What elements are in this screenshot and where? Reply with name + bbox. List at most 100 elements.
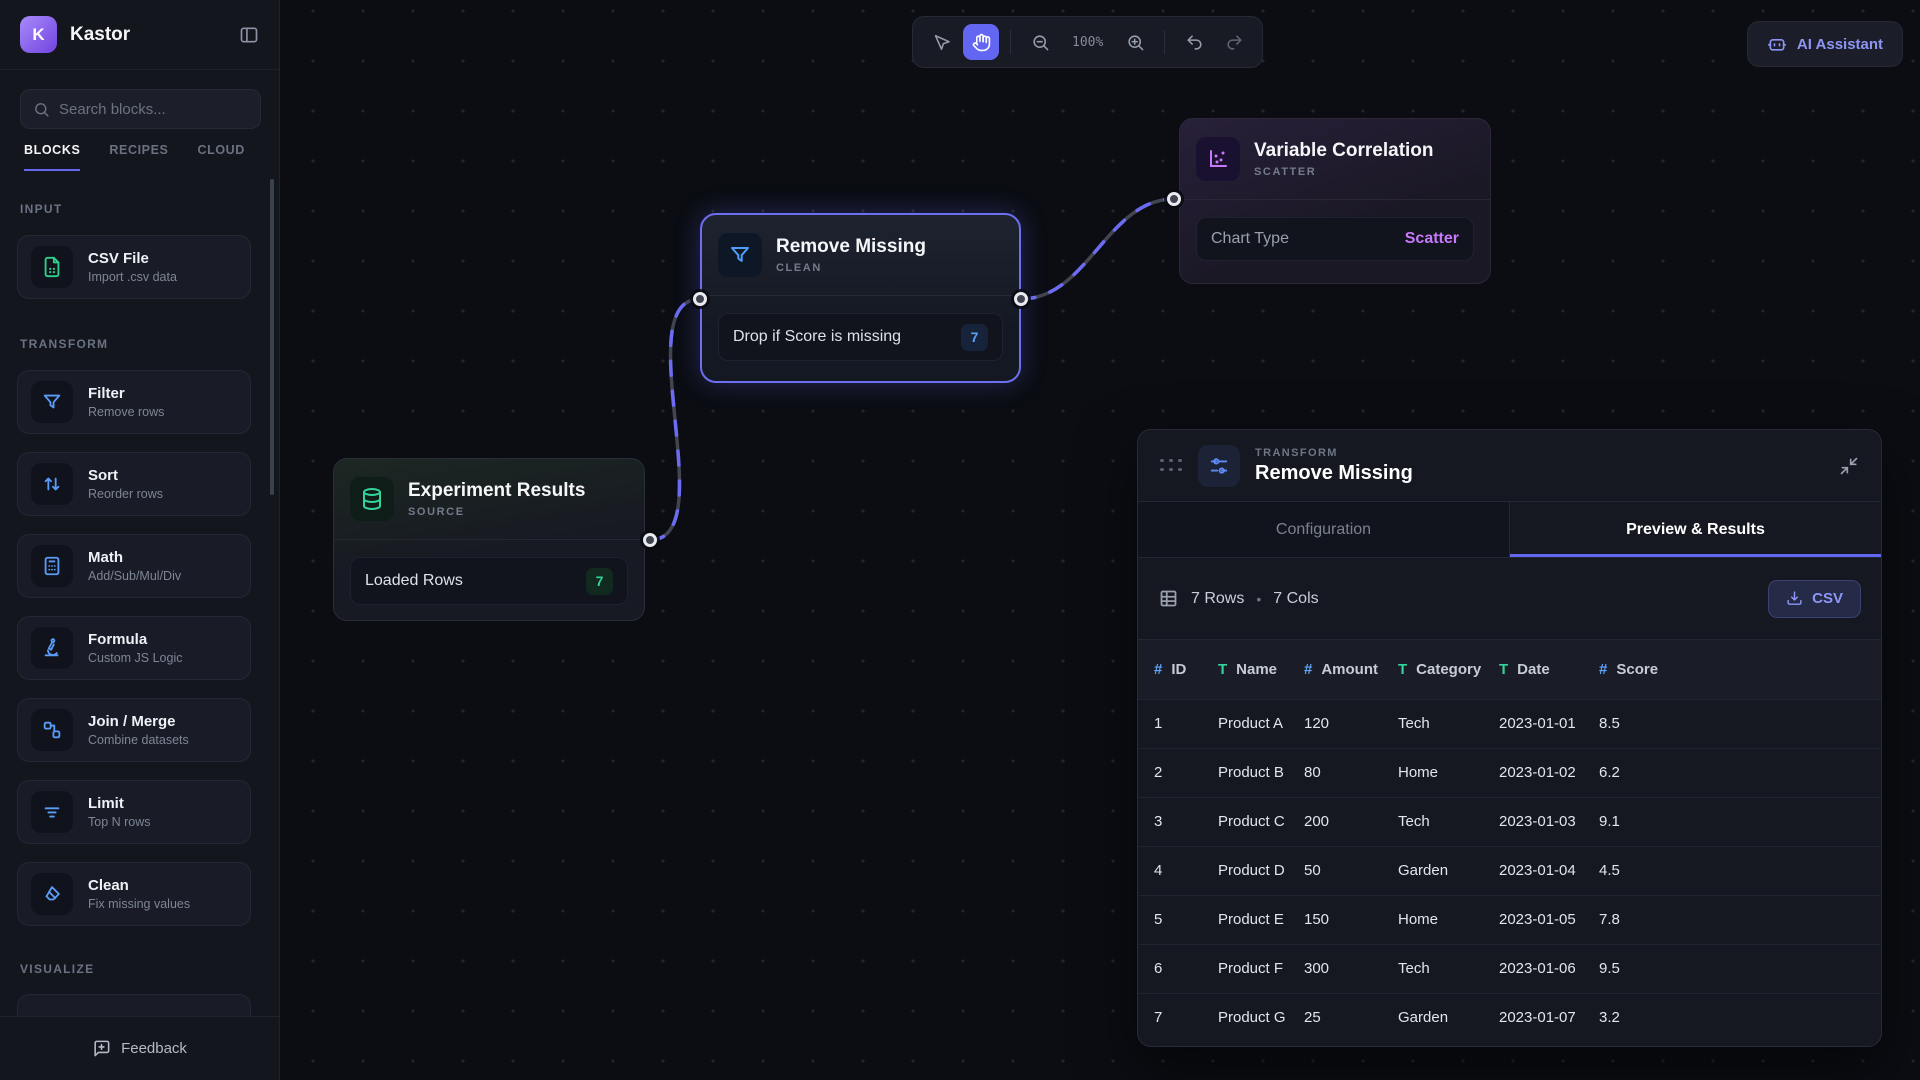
app-title: Kastor [70,23,131,45]
node-type: SOURCE [408,506,465,518]
feedback-button[interactable]: Feedback [92,1039,187,1058]
chart-type-label: Chart Type [1211,230,1289,247]
zoom-level: 100% [1072,34,1104,50]
collapse-sidebar-button[interactable] [239,25,259,45]
redo-icon [1225,33,1244,52]
tab-preview-results[interactable]: Preview & Results [1510,502,1881,557]
sidebar-scrollbar[interactable] [270,179,274,495]
number-type-icon: # [1154,660,1163,678]
node-remove-missing[interactable]: Remove Missing CLEAN Drop if Score is mi… [700,213,1021,383]
undo-button[interactable] [1176,24,1212,60]
loaded-rows-label: Loaded Rows [365,572,463,589]
search-blocks-input[interactable] [59,100,248,118]
clean-rule-row: Drop if Score is missing 7 [718,313,1003,361]
ai-assistant-button[interactable]: AI Assistant [1747,21,1903,67]
results-panel: TRANSFORM Remove Missing Configuration P… [1137,429,1882,1047]
hand-icon [972,33,991,52]
sidebar-footer: Feedback [0,1016,279,1080]
output-port-experiment-results[interactable] [643,533,657,547]
text-type-icon: T [1499,660,1509,678]
node-divider [702,295,1019,296]
row-count-stat: 7 Rows [1191,589,1245,607]
app-logo: K [20,16,57,53]
tab-blocks[interactable]: BLOCKS [24,143,81,171]
tab-recipes[interactable]: RECIPES [109,143,169,157]
output-port-remove-missing[interactable] [1014,292,1028,306]
csv-file-icon [31,246,73,288]
node-title: Variable Correlation [1254,140,1434,161]
node-title: Remove Missing [776,236,926,257]
feedback-label: Feedback [121,1040,187,1057]
message-plus-icon [92,1039,111,1058]
zoom-out-icon [1031,33,1050,52]
col-count-stat: 7 Cols [1273,589,1319,607]
select-tool-button[interactable] [923,24,959,60]
row-count-badge: 7 [586,567,613,595]
limit-lines-icon [31,791,73,833]
download-csv-button[interactable]: CSV [1768,579,1861,618]
cursor-icon [932,33,951,52]
panel-collapse-icon [239,25,259,45]
text-type-icon: T [1218,660,1228,678]
node-header: Remove Missing CLEAN [702,215,1019,295]
text-type-icon: T [1398,660,1408,678]
node-variable-correlation[interactable]: Variable Correlation SCATTER Chart Type … [1179,118,1491,284]
node-divider [334,539,644,540]
sliders-icon [1198,444,1240,487]
number-type-icon: # [1599,660,1608,678]
microscope-icon [31,627,73,669]
sidebar-tabs: BLOCKS RECIPES CLOUD [24,143,245,171]
tab-cloud[interactable]: CLOUD [197,143,245,157]
loaded-rows-row: Loaded Rows 7 [350,557,628,605]
input-port-remove-missing[interactable] [693,292,707,306]
node-type: CLEAN [776,262,822,274]
redo-button[interactable] [1216,24,1252,60]
column-header-score[interactable]: #Score [1599,660,1659,678]
pan-tool-button[interactable] [963,24,999,60]
search-blocks-box [20,89,261,129]
minimize-panel-button[interactable] [1839,456,1859,476]
zoom-in-button[interactable] [1117,24,1153,60]
chart-type-value: Scatter [1404,230,1459,247]
csv-button-label: CSV [1812,590,1843,607]
funnel-icon [31,381,73,423]
database-icon [350,477,394,521]
zoom-in-icon [1126,33,1145,52]
column-header-amount[interactable]: #Amount [1304,660,1378,678]
toolbar-divider [1164,30,1166,54]
panel-header: TRANSFORM Remove Missing [1138,430,1881,502]
number-type-icon: # [1304,660,1313,678]
column-header-id[interactable]: #ID [1154,660,1187,678]
tab-configuration[interactable]: Configuration [1138,502,1510,557]
table-stats-bar: 7 Rows • 7 Cols CSV [1138,558,1881,640]
panel-category: TRANSFORM [1255,446,1338,459]
zoom-out-button[interactable] [1022,24,1058,60]
funnel-icon [718,233,762,277]
search-icon [33,101,50,118]
input-port-variable-correlation[interactable] [1167,192,1181,206]
node-type: SCATTER [1254,166,1317,178]
section-input: INPUT [20,202,63,216]
drag-handle-icon[interactable] [1160,458,1183,473]
download-icon [1786,590,1803,607]
node-experiment-results[interactable]: Experiment Results SOURCE Loaded Rows 7 [333,458,645,621]
stats-separator: • [1256,590,1262,607]
